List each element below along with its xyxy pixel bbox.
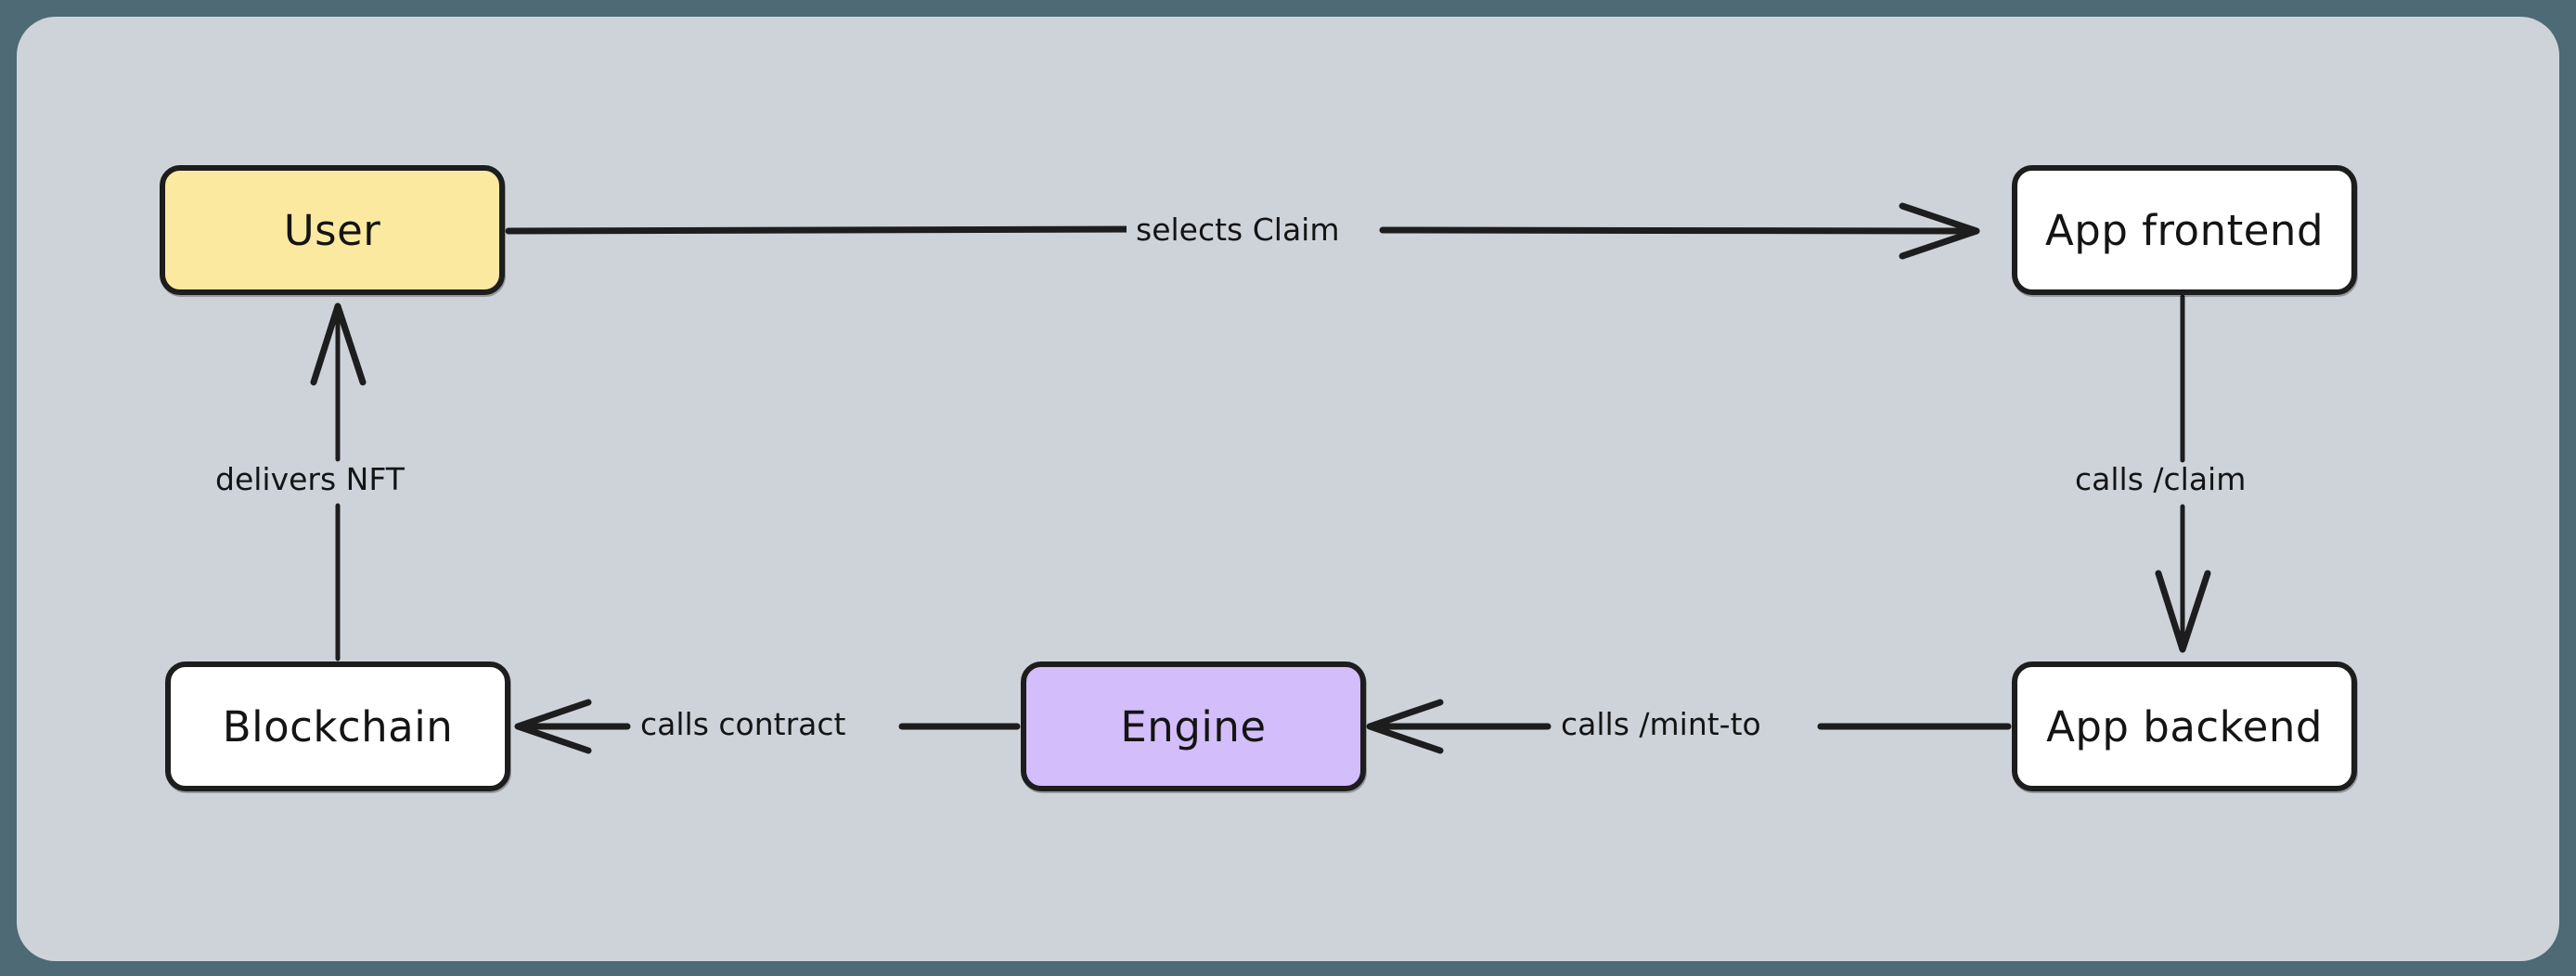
node-user[interactable]: User: [160, 165, 505, 295]
edge-label-calls-claim: calls /claim: [2066, 463, 2256, 496]
node-app-backend-label: App backend: [2046, 701, 2323, 751]
node-engine-label: Engine: [1120, 701, 1267, 751]
edge-app-backend-to-engine: [1366, 699, 2012, 754]
node-app-frontend[interactable]: App frontend: [2012, 165, 2357, 295]
edge-label-selects-claim: selects Claim: [1127, 213, 1349, 247]
edge-user-to-app-frontend: [505, 202, 1980, 260]
node-blockchain-label: Blockchain: [222, 701, 454, 751]
edge-label-calls-mint-to: calls /mint-to: [1552, 708, 1771, 741]
edge-app-frontend-to-app-backend: [2155, 294, 2211, 653]
node-app-frontend-label: App frontend: [2044, 205, 2325, 255]
node-engine[interactable]: Engine: [1021, 661, 1366, 791]
edge-blockchain-to-user: [310, 302, 367, 661]
edge-engine-to-blockchain: [514, 699, 1021, 754]
node-blockchain[interactable]: Blockchain: [165, 661, 510, 791]
node-user-label: User: [283, 205, 381, 255]
node-app-backend[interactable]: App backend: [2012, 661, 2357, 791]
edge-label-calls-contract: calls contract: [631, 708, 856, 741]
edge-label-delivers-nft: delivers NFT: [206, 463, 414, 496]
